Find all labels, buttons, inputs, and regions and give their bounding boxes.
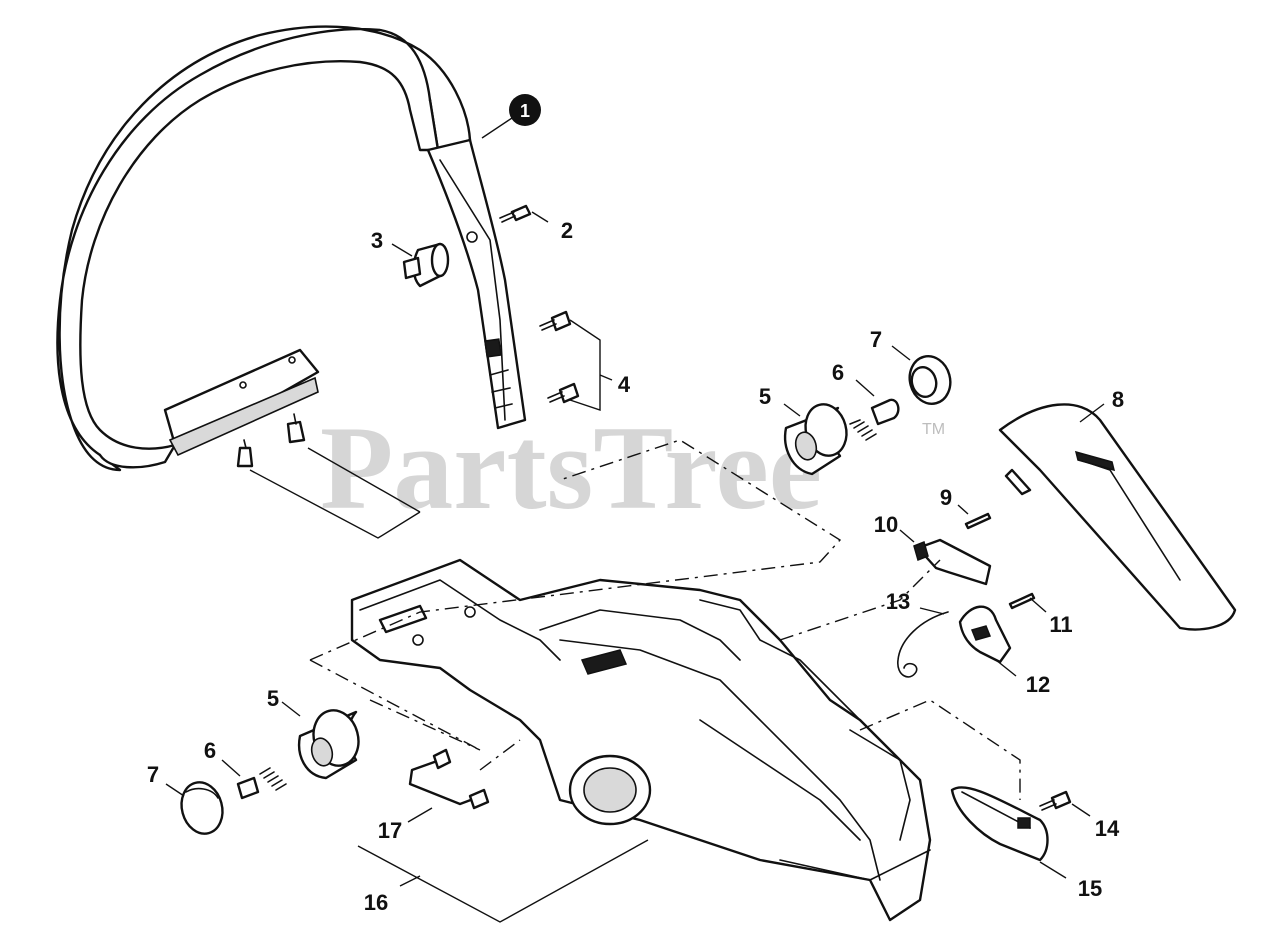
callout-16: 16 [364,890,388,915]
part-8-cover[interactable] [998,403,1237,631]
callout-3: 3 [371,228,383,253]
part-5-mount-upper[interactable] [783,400,852,476]
part-10-lever[interactable] [899,529,992,586]
part-7-cap-lower[interactable] [165,778,228,839]
watermark: PartsTree TM [320,401,945,534]
callout-6-upper: 6 [832,360,844,385]
assembly-dash-lines [309,439,1021,800]
callout-4: 4 [618,372,631,397]
callout-labels: 2 3 4 5 6 7 8 9 10 11 12 13 14 15 16 17 … [147,218,1124,915]
callout-6-lower: 6 [204,738,216,763]
callout-2: 2 [561,218,573,243]
part-15-cover[interactable] [950,786,1067,879]
crankcase-housing[interactable] [350,558,932,922]
part-16-leader [357,839,649,923]
callout-15: 15 [1078,876,1102,901]
part-9-pin[interactable] [957,504,992,530]
part-13-spring[interactable] [897,607,949,678]
callout-8: 8 [1112,387,1124,412]
part-6-spring-lower[interactable] [221,759,287,800]
part-2-screw[interactable] [499,204,549,223]
part-14-screw[interactable] [1039,790,1091,817]
watermark-text: PartsTree [320,401,822,534]
marker-circle-icon [509,94,541,126]
part-12-brake-lever[interactable] [958,605,1017,677]
handle-bolts[interactable] [236,413,421,539]
callout-5-lower: 5 [267,686,279,711]
callout-1: 1 [520,101,530,121]
part-1-front-handle[interactable] [56,25,527,472]
part-5-mount-lower[interactable] [281,701,364,780]
part-17-pipe[interactable] [407,748,490,823]
callout-17: 17 [378,818,402,843]
part-11-pin[interactable] [1008,592,1047,613]
callout-10: 10 [874,512,898,537]
part-6-spring-upper[interactable] [849,379,900,441]
callout-7-upper: 7 [870,327,882,352]
callout-11: 11 [1049,612,1072,637]
callout-7-lower: 7 [147,762,159,787]
watermark-trademark: TM [922,421,945,438]
part-7-cap-upper[interactable] [891,345,956,408]
callout-13: 13 [886,589,910,614]
callout-9: 9 [940,485,952,510]
callout-12: 12 [1026,672,1050,697]
callout-5-upper: 5 [759,384,771,409]
part-3-bushing[interactable] [391,242,450,288]
part-4-bolts[interactable] [539,310,613,411]
callout-1-marker[interactable]: 1 [481,94,541,139]
callout-14: 14 [1095,816,1120,841]
